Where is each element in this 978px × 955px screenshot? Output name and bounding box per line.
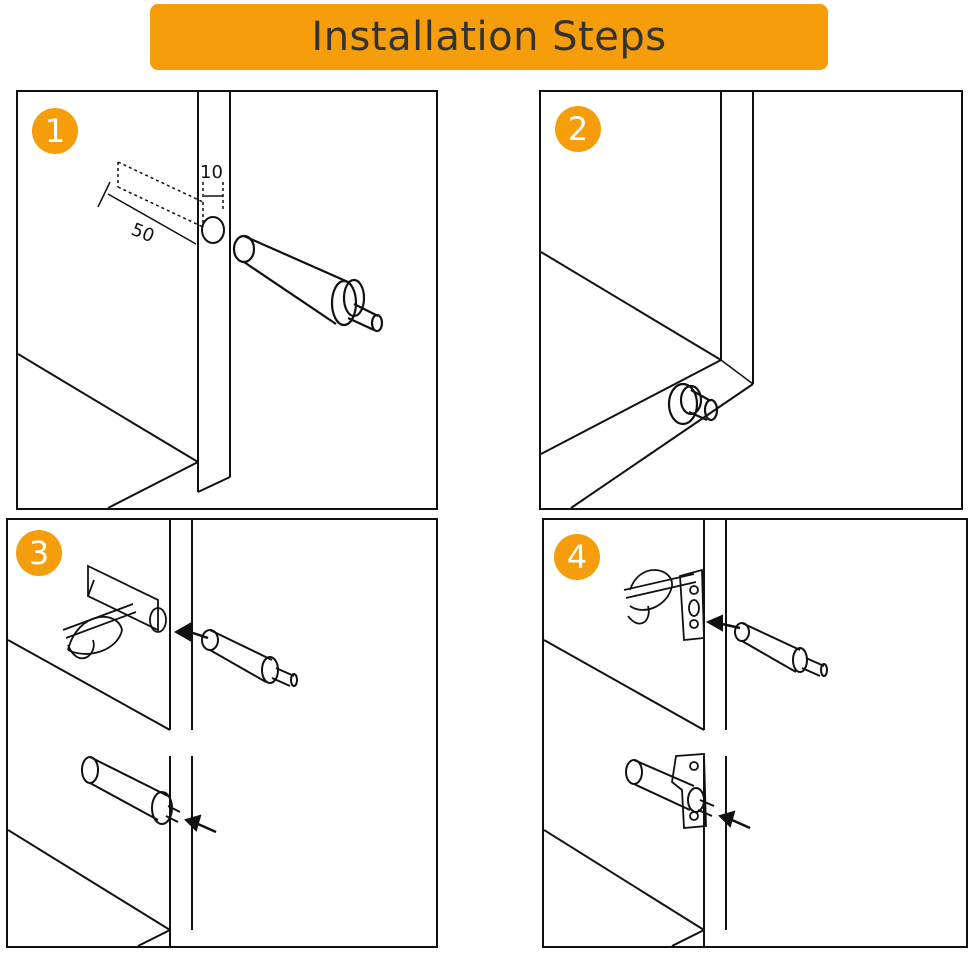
step-3-badge: 3 — [16, 530, 62, 576]
step-4-illustration — [544, 520, 828, 946]
step-1-panel: 1 10 50 — [16, 90, 438, 510]
title-banner: Installation Steps — [150, 4, 828, 70]
step-1-badge: 1 — [32, 108, 78, 154]
step-1-illustration — [18, 92, 384, 508]
step-2-badge: 2 — [555, 106, 601, 152]
step-2-illustration — [541, 92, 754, 508]
dimension-50-label: 50 — [128, 219, 157, 247]
step-4-panel: 4 — [542, 518, 968, 948]
step-3-panel: 3 — [6, 518, 438, 948]
step-3-illustration — [8, 520, 298, 946]
step-1-dimension-labels: 10 50 — [128, 162, 223, 247]
page-title: Installation Steps — [311, 14, 667, 60]
step-4-badge: 4 — [554, 534, 600, 580]
dimension-10-label: 10 — [200, 162, 223, 183]
step-2-panel: 2 — [539, 90, 963, 510]
